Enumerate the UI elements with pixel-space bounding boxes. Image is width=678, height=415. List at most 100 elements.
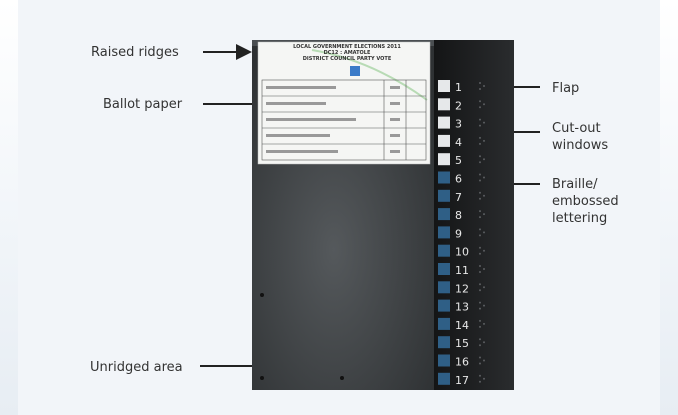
- braille-dot: [483, 359, 485, 362]
- braille-dot: [479, 289, 481, 292]
- braille-dot: [479, 173, 481, 176]
- braille-dot: [479, 338, 481, 341]
- cutout-window-14: [438, 317, 450, 330]
- braille-dot: [479, 234, 481, 237]
- window-number-6: 6: [455, 173, 462, 186]
- braille-dot: [479, 142, 481, 145]
- braille-dot: [479, 362, 481, 365]
- braille-dot: [483, 194, 485, 197]
- ballot-header: LOCAL GOVERNMENT ELECTIONS 2011 DC12 : A…: [262, 44, 432, 62]
- braille-dot: [483, 286, 485, 289]
- cutout-window-7: [438, 189, 450, 202]
- cutout-window-5: [438, 153, 450, 166]
- braille-dot: [479, 88, 481, 90]
- window-number-13: 13: [455, 301, 469, 314]
- label-unridged-area: Unridged area: [90, 360, 183, 375]
- cutout-windows: 123456789101112131415161718: [438, 80, 485, 387]
- ballot-template-device: 123456789101112131415161718: [252, 40, 514, 390]
- braille-dot: [479, 124, 481, 127]
- braille-dot: [483, 304, 485, 307]
- label-raised-ridges: Raised ridges: [91, 45, 179, 60]
- label-ballot-paper: Ballot paper: [103, 97, 183, 112]
- window-number-9: 9: [455, 227, 462, 240]
- braille-dot: [479, 161, 481, 164]
- window-number-8: 8: [455, 209, 462, 222]
- braille-dot: [479, 325, 481, 328]
- braille-dot: [479, 319, 481, 322]
- window-number-16: 16: [455, 356, 469, 369]
- label-cutout-line1: Cut-out: [552, 121, 601, 136]
- window-number-4: 4: [455, 136, 462, 149]
- window-number-10: 10: [455, 246, 469, 259]
- window-number-3: 3: [455, 118, 462, 131]
- braille-dot: [479, 380, 481, 383]
- braille-dot: [483, 158, 485, 161]
- cutout-window-3: [438, 116, 450, 129]
- braille-dot: [479, 179, 481, 182]
- braille-dot: [479, 344, 481, 347]
- window-number-2: 2: [455, 99, 462, 112]
- cutout-window-10: [438, 244, 450, 257]
- window-number-5: 5: [455, 154, 462, 167]
- braille-dot: [483, 341, 485, 344]
- window-number-11: 11: [455, 264, 469, 277]
- braille-dot: [483, 85, 485, 87]
- braille-dot: [483, 249, 485, 252]
- braille-dot: [479, 197, 481, 200]
- cutout-window-1: [438, 80, 450, 92]
- braille-dot: [483, 103, 485, 106]
- braille-dot: [479, 118, 481, 121]
- braille-dot: [479, 216, 481, 219]
- window-number-1: 1: [455, 81, 462, 94]
- label-cutout-windows: Cut-out windows: [552, 120, 608, 154]
- label-braille-line2: embossed: [552, 194, 619, 209]
- braille-dot: [483, 213, 485, 216]
- iec-logo-icon: [350, 66, 360, 76]
- label-braille-line1: Braille/: [552, 177, 598, 192]
- label-flap: Flap: [552, 81, 580, 96]
- braille-dot: [483, 377, 485, 380]
- window-number-14: 14: [455, 319, 469, 332]
- window-number-15: 15: [455, 337, 469, 350]
- braille-dot: [483, 176, 485, 179]
- window-number-12: 12: [455, 282, 469, 295]
- label-cutout-line2: windows: [552, 138, 609, 153]
- cutout-window-2: [438, 98, 450, 111]
- braille-dot: [479, 283, 481, 286]
- braille-dot: [479, 271, 481, 273]
- braille-dot: [483, 231, 485, 234]
- cutout-window-13: [438, 299, 450, 312]
- braille-dot: [479, 301, 481, 304]
- braille-dot: [479, 307, 481, 310]
- ballot-paper: [257, 41, 431, 165]
- window-number-17: 17: [455, 374, 469, 387]
- braille-dot: [479, 136, 481, 139]
- braille-dot: [479, 100, 481, 103]
- braille-dot: [479, 191, 481, 194]
- cutout-window-11: [438, 263, 450, 275]
- braille-dot: [483, 121, 485, 124]
- label-braille: Braille/ embossed lettering: [552, 176, 619, 227]
- cutout-window-16: [438, 354, 450, 367]
- braille-dot: [483, 322, 485, 325]
- braille-dot: [479, 246, 481, 249]
- braille-dot: [479, 374, 481, 377]
- device-svg: 123456789101112131415161718: [252, 40, 514, 390]
- window-number-7: 7: [455, 191, 462, 204]
- ballot-header-line3: DISTRICT COUNCIL PARTY VOTE: [302, 56, 392, 62]
- ballot-header-line1: LOCAL GOVERNMENT ELECTIONS 2011: [293, 44, 401, 50]
- braille-dot: [479, 106, 481, 109]
- braille-dot: [479, 228, 481, 231]
- braille-dot: [483, 139, 485, 142]
- cutout-window-17: [438, 372, 450, 385]
- cutout-window-15: [438, 336, 450, 349]
- braille-dot: [479, 265, 481, 267]
- cutout-window-8: [438, 208, 450, 221]
- braille-dot: [479, 252, 481, 255]
- ballot-header-line2: DC12 : AMATOLE: [323, 50, 371, 56]
- braille-dot: [479, 82, 481, 84]
- label-braille-line3: lettering: [552, 211, 608, 226]
- braille-dot: [479, 356, 481, 359]
- braille-dot: [479, 155, 481, 158]
- braille-dot: [483, 268, 485, 270]
